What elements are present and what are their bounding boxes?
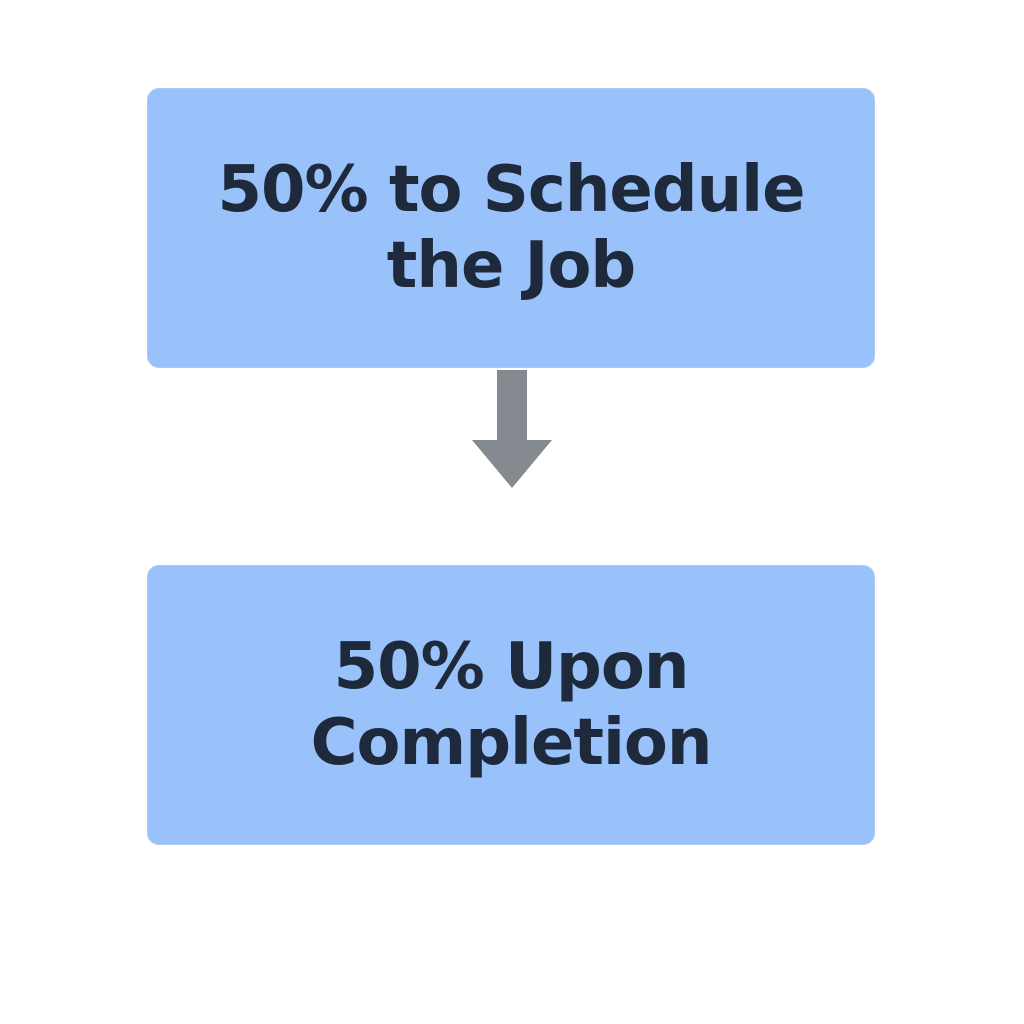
arrow-head — [472, 440, 552, 488]
down-arrow-icon — [472, 370, 552, 488]
arrow-shaft — [497, 370, 527, 440]
step-label-schedule: 50% to Schedule the Job — [217, 153, 805, 303]
step-box-schedule: 50% to Schedule the Job — [147, 88, 875, 368]
step-label-completion: 50% Upon Completion — [310, 630, 713, 780]
step-box-completion: 50% Upon Completion — [147, 565, 875, 845]
